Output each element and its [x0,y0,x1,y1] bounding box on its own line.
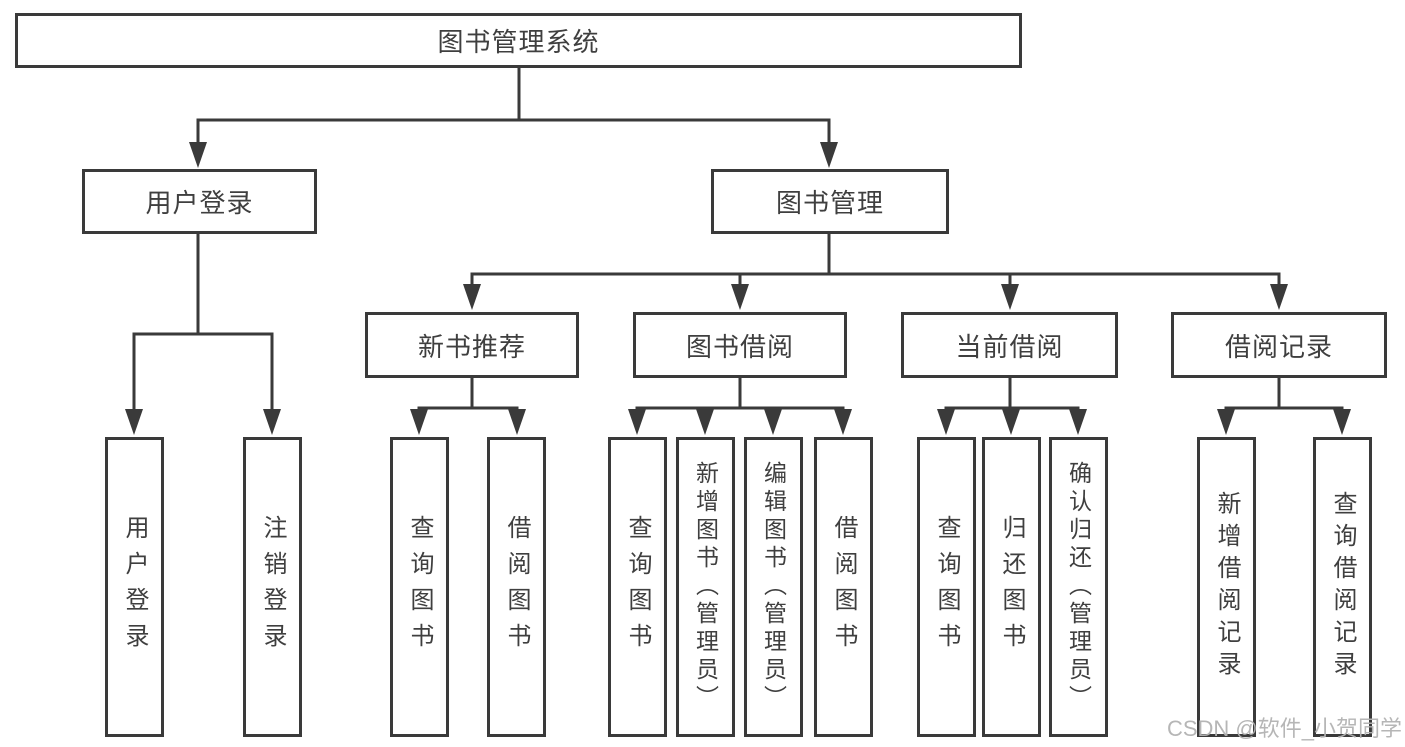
leaf-query-books-newrec-label: 查询图书 [406,515,433,659]
leaf-query-books-current: 查询图书 [917,437,976,737]
node-user-login: 用户登录 [82,169,317,234]
branch-book-borrow [628,376,852,435]
arrowhead [1001,284,1019,310]
arrowhead [1002,409,1020,435]
arrowhead [937,409,955,435]
leaf-confirm-return-admin-label: 确认归还（管理员） [1065,461,1092,713]
branch-user-login [125,232,281,435]
arrowhead [764,409,782,435]
leaf-add-books-admin: 新增图书（管理员） [676,437,735,737]
node-borrowing-records: 借阅记录 [1171,312,1387,378]
node-library-system-label: 图书管理系统 [437,27,600,57]
branch-current-borrow [937,376,1087,435]
leaf-edit-books-admin: 编辑图书（管理员） [744,437,803,737]
branch-book-mgmt [463,232,1288,310]
leaf-query-borrow-record-label: 查询借阅记录 [1329,491,1356,683]
leaf-query-books-borrow-label: 查询图书 [624,515,651,659]
arrowhead [731,284,749,310]
arrowhead [189,142,207,168]
leaf-borrow-books-newrec: 借阅图书 [487,437,546,737]
branch-borrow-records [1217,376,1351,435]
leaf-add-borrow-record: 新增借阅记录 [1197,437,1256,737]
leaf-borrow-books-label: 借阅图书 [830,515,857,659]
arrowhead [696,409,714,435]
leaf-borrow-books-newrec-label: 借阅图书 [503,515,530,659]
arrowhead [1270,284,1288,310]
branch-root-to-level2 [189,66,838,168]
leaf-return-books: 归还图书 [982,437,1041,737]
node-current-borrowing-label: 当前借阅 [955,331,1064,362]
arrowhead [628,409,646,435]
node-current-borrowing: 当前借阅 [901,312,1118,378]
node-new-book-recommend-label: 新书推荐 [417,331,526,362]
leaf-user-login-label: 用户登录 [121,515,148,659]
leaf-confirm-return-admin: 确认归还（管理员） [1049,437,1108,737]
arrowhead [1333,409,1351,435]
arrowhead [463,284,481,310]
leaf-query-borrow-record: 查询借阅记录 [1313,437,1372,737]
node-library-system: 图书管理系统 [15,13,1022,68]
leaf-logout: 注销登录 [243,437,302,737]
node-new-book-recommend: 新书推荐 [365,312,579,378]
leaf-add-books-admin-label: 新增图书（管理员） [692,461,719,713]
leaf-add-borrow-record-label: 新增借阅记录 [1213,491,1240,683]
leaf-user-login: 用户登录 [105,437,164,737]
leaf-borrow-books: 借阅图书 [814,437,873,737]
leaf-logout-label: 注销登录 [259,515,286,659]
arrowhead [410,409,428,435]
node-book-borrowing: 图书借阅 [633,312,847,378]
arrowhead [834,409,852,435]
node-book-management: 图书管理 [711,169,949,234]
node-user-login-label: 用户登录 [145,188,254,218]
leaf-query-books-newrec: 查询图书 [390,437,449,737]
node-borrowing-records-label: 借阅记录 [1224,331,1333,362]
watermark: CSDN @软件_小贺同学 [1166,716,1402,741]
leaf-query-books-current-label: 查询图书 [933,515,960,659]
leaf-query-books-borrow: 查询图书 [608,437,667,737]
node-book-borrowing-label: 图书借阅 [685,331,794,362]
node-book-management-label: 图书管理 [775,188,884,218]
arrowhead [1069,409,1087,435]
arrowhead [508,409,526,435]
arrowhead [1217,409,1235,435]
leaf-edit-books-admin-label: 编辑图书（管理员） [760,461,787,713]
leaf-return-books-label: 归还图书 [998,515,1025,659]
branch-new-book-rec [410,376,526,435]
arrowhead [125,409,143,435]
arrowhead [263,409,281,435]
arrowhead [820,142,838,168]
